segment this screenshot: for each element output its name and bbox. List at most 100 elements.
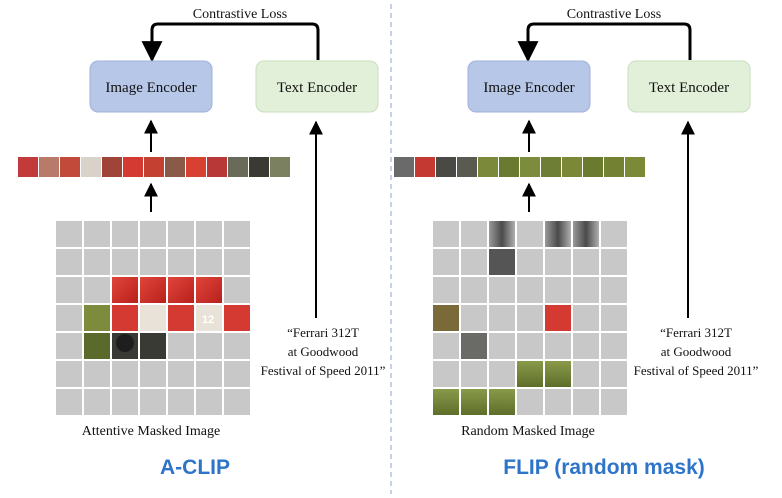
masked-patch (601, 277, 627, 303)
masked-patch (601, 389, 627, 415)
left-quote-line-1: “Ferrari 312T (287, 325, 359, 340)
right-image-encoder-label: Image Encoder (483, 80, 574, 96)
masked-patch (196, 333, 222, 359)
masked-patch (84, 389, 110, 415)
masked-patch (433, 277, 459, 303)
masked-patch (573, 333, 599, 359)
masked-patch (573, 277, 599, 303)
masked-patch (112, 221, 138, 247)
strip-patch (123, 157, 143, 177)
masked-patch (224, 249, 250, 275)
strip-patch (144, 157, 164, 177)
strip-patch (102, 157, 122, 177)
visible-patch (517, 361, 543, 387)
visible-patch (433, 389, 459, 415)
right-text-encoder-box (627, 60, 751, 113)
left-text-encoder-box (255, 60, 379, 113)
visible-patch (168, 277, 194, 303)
masked-patch (56, 361, 82, 387)
left-patch-strip (18, 157, 290, 177)
masked-patch (56, 389, 82, 415)
masked-patch (461, 361, 487, 387)
masked-patch (461, 249, 487, 275)
masked-patch (84, 361, 110, 387)
strip-patch (583, 157, 603, 177)
masked-patch (489, 305, 515, 331)
left-image-caption: Attentive Masked Image (82, 424, 220, 439)
visible-patch (168, 305, 194, 331)
visible-patch (573, 221, 599, 247)
masked-patch (168, 221, 194, 247)
strip-patch (60, 157, 80, 177)
masked-patch (517, 249, 543, 275)
masked-patch (573, 249, 599, 275)
masked-patch (112, 249, 138, 275)
masked-patch (517, 277, 543, 303)
visible-patch (112, 277, 138, 303)
masked-patch (489, 333, 515, 359)
right-method-label: FLIP (random mask) (503, 456, 705, 479)
left-method-label: A-CLIP (160, 456, 230, 479)
strip-patch (39, 157, 59, 177)
left-masked-image-grid: 12 (56, 221, 250, 415)
strip-patch (270, 157, 290, 177)
visible-patch (84, 333, 110, 359)
visible-patch (112, 305, 138, 331)
masked-patch (196, 249, 222, 275)
masked-patch (140, 361, 166, 387)
masked-patch (433, 221, 459, 247)
masked-patch (84, 249, 110, 275)
masked-patch (84, 221, 110, 247)
strip-patch (415, 157, 435, 177)
masked-patch (601, 249, 627, 275)
wheel-mark (116, 334, 134, 352)
masked-patch (168, 389, 194, 415)
masked-patch (140, 221, 166, 247)
right-image-caption: Random Masked Image (461, 424, 595, 439)
visible-patch (140, 333, 166, 359)
masked-patch (224, 221, 250, 247)
left-quote-line-3: Festival of Speed 2011” (261, 363, 386, 378)
masked-patch (517, 333, 543, 359)
visible-patch (461, 389, 487, 415)
masked-patch (545, 389, 571, 415)
strip-patch (81, 157, 101, 177)
visible-patch (489, 249, 515, 275)
masked-patch (433, 249, 459, 275)
left-text-encoder-label: Text Encoder (277, 80, 357, 96)
masked-patch (573, 389, 599, 415)
strip-patch (625, 157, 645, 177)
strip-patch (228, 157, 248, 177)
strip-patch (604, 157, 624, 177)
strip-patch (478, 157, 498, 177)
strip-patch (249, 157, 269, 177)
masked-patch (224, 333, 250, 359)
right-loss-arrow (517, 22, 692, 63)
masked-patch (56, 305, 82, 331)
strip-patch (207, 157, 227, 177)
masked-patch (224, 277, 250, 303)
visible-patch (545, 221, 571, 247)
strip-patch (562, 157, 582, 177)
strip-patch (541, 157, 561, 177)
strip-patch (499, 157, 519, 177)
right-text-encoder-label: Text Encoder (649, 80, 729, 96)
masked-patch (545, 333, 571, 359)
strip-patch (186, 157, 206, 177)
masked-patch (601, 221, 627, 247)
masked-patch (433, 361, 459, 387)
visible-patch (84, 305, 110, 331)
panel-right: Contrastive Loss Image Encoder Text Enco… (394, 7, 759, 479)
left-quote-line-2: at Goodwood (288, 344, 359, 359)
masked-patch (489, 277, 515, 303)
masked-patch (517, 221, 543, 247)
masked-patch (517, 305, 543, 331)
right-quote-line-2: at Goodwood (661, 344, 732, 359)
masked-patch (56, 277, 82, 303)
left-image-encoder-label: Image Encoder (105, 80, 196, 96)
right-masked-image-grid (433, 221, 627, 415)
visible-patch (224, 305, 250, 331)
strip-patch (394, 157, 414, 177)
masked-patch (601, 333, 627, 359)
